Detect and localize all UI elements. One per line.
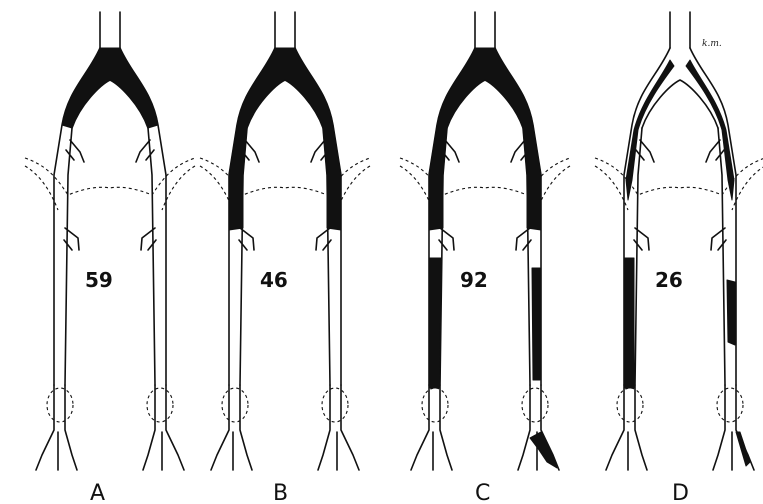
occlusion-right-superficial-femoral — [727, 280, 735, 345]
patient-count: 59 — [85, 268, 113, 292]
panel-c: 92 C — [400, 12, 570, 504]
patient-count: 26 — [655, 268, 683, 292]
patient-count: 92 — [460, 268, 488, 292]
patient-count: 46 — [260, 268, 288, 292]
panel-label: D — [672, 481, 689, 504]
panel-label: A — [90, 481, 105, 504]
panel-label: C — [475, 481, 490, 504]
panel-b: 46 B — [200, 12, 370, 504]
panel-a: 59 A — [25, 12, 195, 504]
occlusion-aortoiliac — [62, 48, 158, 128]
occlusion-aortoiliac-femoral — [429, 48, 541, 230]
artist-signature: k.m. — [702, 39, 722, 49]
occlusion-right-superficial-femoral — [532, 268, 540, 380]
occlusion-left-superficial-femoral — [429, 258, 441, 388]
panel-label: B — [273, 481, 288, 504]
occlusion-aortoiliac-femoral — [229, 48, 341, 230]
panel-d: 26 D k.m. — [595, 12, 763, 504]
occlusion-right-tibial — [736, 432, 750, 466]
occlusion-right-tibial — [530, 432, 557, 468]
occlusion-left-superficial-femoral — [624, 258, 634, 388]
